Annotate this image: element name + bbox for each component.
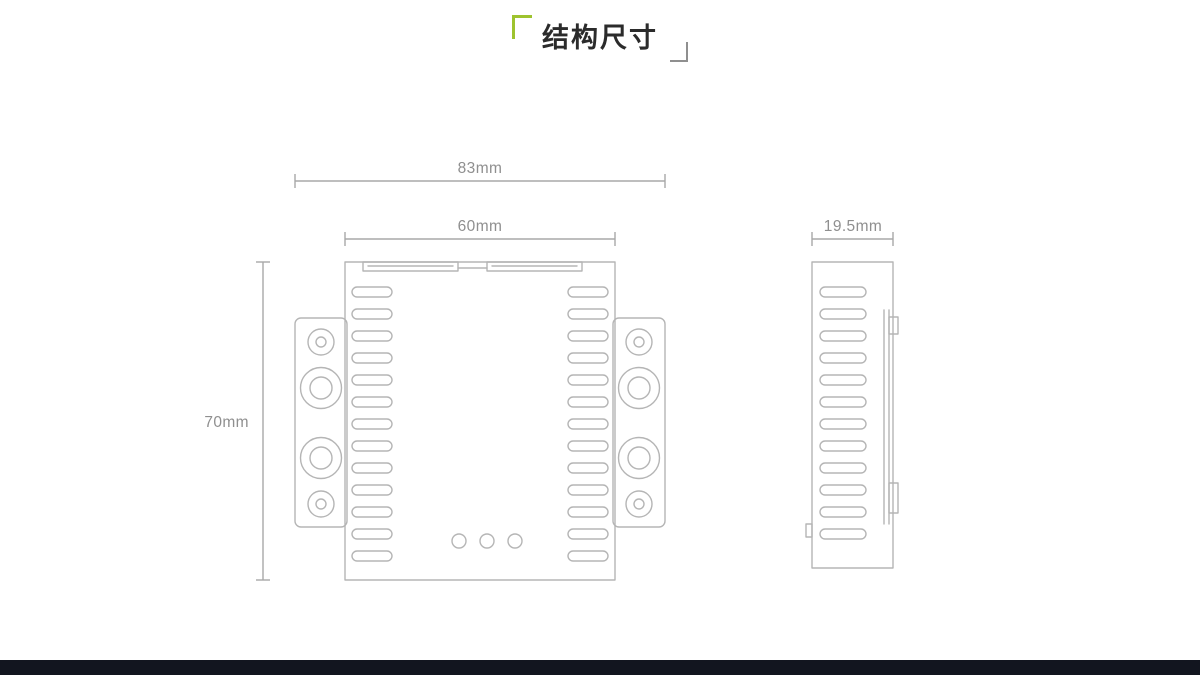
heatsink-fin xyxy=(351,352,393,364)
heatsink-fin xyxy=(567,396,609,408)
heatsink-fin xyxy=(351,440,393,452)
heatsink-fin xyxy=(567,440,609,452)
right-mounting-plate xyxy=(612,317,666,528)
dimension-labels: 83mm 60mm 19.5mm 70mm xyxy=(204,160,882,431)
dim-inner-width xyxy=(344,232,616,246)
heatsink-fin xyxy=(351,484,393,496)
title-row: 结构尺寸 xyxy=(0,15,1200,62)
heatsink-fin xyxy=(351,418,393,430)
front-left-heatsink-fins xyxy=(351,286,393,562)
front-body xyxy=(344,261,616,581)
front-view xyxy=(294,261,666,581)
heatsink-fin xyxy=(351,528,393,540)
title-corner-bracket-topleft-icon xyxy=(512,15,532,39)
heatsink-fin xyxy=(567,528,609,540)
heatsink-fin xyxy=(819,374,867,386)
heatsink-fin xyxy=(819,330,867,342)
heatsink-fin xyxy=(819,506,867,518)
heatsink-fin xyxy=(819,352,867,364)
heatsink-fin xyxy=(567,462,609,474)
dimension-lines xyxy=(256,174,894,581)
heatsink-fin xyxy=(567,286,609,298)
footer-bar xyxy=(0,660,1200,675)
side-heatsink-fins xyxy=(819,286,867,540)
indicator-leds xyxy=(451,533,523,549)
heatsink-fin xyxy=(567,374,609,386)
heatsink-fin xyxy=(819,396,867,408)
dim-side-width xyxy=(811,232,894,246)
dim-label-outer-width: 83mm xyxy=(458,160,503,177)
heatsink-fin xyxy=(351,462,393,474)
heatsink-fin xyxy=(819,484,867,496)
title-corner-bracket-bottomright-icon xyxy=(670,41,688,62)
side-mounting-rail xyxy=(883,309,899,525)
heatsink-fin xyxy=(819,528,867,540)
heatsink-fin xyxy=(351,506,393,518)
heatsink-fin xyxy=(567,418,609,430)
heatsink-fin xyxy=(567,330,609,342)
heatsink-fin xyxy=(351,308,393,320)
side-bottom-tab xyxy=(805,523,813,538)
dim-height xyxy=(256,261,270,581)
page-title: 结构尺寸 xyxy=(542,23,658,53)
left-mounting-plate xyxy=(294,317,348,528)
dim-label-side-width: 19.5mm xyxy=(824,218,882,235)
dim-outer-width xyxy=(294,174,666,188)
heatsink-fin xyxy=(819,308,867,320)
heatsink-fin xyxy=(567,352,609,364)
dim-label-inner-width: 60mm xyxy=(458,218,503,235)
left-plate-holes xyxy=(299,328,343,518)
title-block: 结构尺寸 xyxy=(512,15,688,62)
heatsink-fin xyxy=(567,550,609,562)
heatsink-fin xyxy=(351,396,393,408)
dim-label-height: 70mm xyxy=(204,414,249,431)
heatsink-fin xyxy=(351,374,393,386)
heatsink-fin xyxy=(819,418,867,430)
front-right-heatsink-fins xyxy=(567,286,609,562)
heatsink-fin xyxy=(567,308,609,320)
heatsink-fin xyxy=(819,286,867,298)
heatsink-fin xyxy=(351,550,393,562)
heatsink-fin xyxy=(819,440,867,452)
side-body xyxy=(811,261,894,569)
heatsink-fin xyxy=(567,484,609,496)
heatsink-fin xyxy=(351,286,393,298)
heatsink-fin xyxy=(567,506,609,518)
side-view xyxy=(805,261,899,569)
top-terminal-blocks xyxy=(362,261,583,272)
heatsink-fin xyxy=(351,330,393,342)
right-plate-holes xyxy=(617,328,661,518)
heatsink-fin xyxy=(819,462,867,474)
